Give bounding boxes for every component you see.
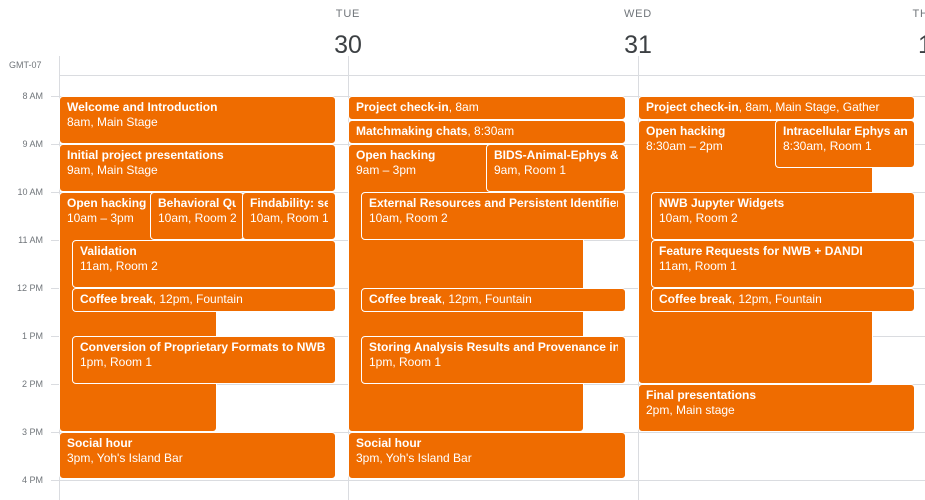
event-details: 3pm, Yoh's Island Bar xyxy=(67,451,183,465)
event-details: , 12pm, Fountain xyxy=(152,292,243,306)
event-details: 2pm, Main stage xyxy=(646,403,735,417)
event-details: 10am, Room 2 xyxy=(369,211,448,225)
event-nwb-jupyter-widgets[interactable]: NWB Jupyter Widgets 10am, Room 2 xyxy=(651,192,915,240)
event-social-hour[interactable]: Social hour 3pm, Yoh's Island Bar xyxy=(59,432,336,479)
hour-label: 1 PM xyxy=(21,331,43,341)
hour-label: 9 AM xyxy=(22,139,43,149)
event-social-hour[interactable]: Social hour 3pm, Yoh's Island Bar xyxy=(348,432,626,479)
event-title-line: Coffee break, 12pm, Fountain xyxy=(369,292,618,307)
event-coffee-break[interactable]: Coffee break, 12pm, Fountain xyxy=(361,288,626,312)
event-details: 11am, Room 2 xyxy=(80,259,158,273)
header-divider xyxy=(59,75,925,76)
event-title: Feature Requests for NWB + DANDI xyxy=(659,244,863,258)
event-title: Conversion of Proprietary Formats to NWB xyxy=(80,340,326,354)
event-title: NWB Jupyter Widgets xyxy=(659,196,785,210)
event-validation[interactable]: Validation 11am, Room 2 xyxy=(72,240,336,288)
event-title: Findability: sear xyxy=(250,196,328,210)
day-of-week: TUE xyxy=(335,8,361,20)
hour-label: 11 AM xyxy=(18,235,43,245)
event-details: , 8:30am xyxy=(467,124,515,138)
event-title: BIDS-Animal-Ephys & NW xyxy=(494,148,618,162)
event-details: 3pm, Yoh's Island Bar xyxy=(356,451,472,465)
event-conversion-proprietary-formats[interactable]: Conversion of Proprietary Formats to NWB… xyxy=(72,336,336,384)
hour-label: 2 PM xyxy=(21,379,43,389)
event-title: External Resources and Persistent Identi… xyxy=(369,196,618,210)
event-welcome-introduction[interactable]: Welcome and Introduction 8am, Main Stage xyxy=(59,96,336,144)
timezone-label: GMT-07 xyxy=(9,60,42,70)
event-project-check-in[interactable]: Project check-in, 8am, Main Stage, Gathe… xyxy=(638,96,915,120)
hour-gridline xyxy=(51,480,925,481)
event-title: Behavioral Qua xyxy=(158,196,236,210)
event-details: 10am, Room 2 xyxy=(659,211,738,225)
event-details: 8:30am – 2pm xyxy=(646,139,723,153)
event-details: 10am, Room 2 xyxy=(158,211,236,225)
event-feature-requests[interactable]: Feature Requests for NWB + DANDI 11am, R… xyxy=(651,240,915,288)
event-title: Intracellular Ephys and S xyxy=(783,124,907,138)
event-coffee-break[interactable]: Coffee break, 12pm, Fountain xyxy=(72,288,336,312)
event-project-check-in[interactable]: Project check-in, 8am xyxy=(348,96,626,120)
event-title: Storing Analysis Results and Provenance … xyxy=(369,340,618,354)
event-title: Open hacking xyxy=(67,196,147,210)
hour-label: 3 PM xyxy=(21,427,43,437)
event-behavioral-qua[interactable]: Behavioral Qua 10am, Room 2 xyxy=(150,192,244,240)
event-details: , 12pm, Fountain xyxy=(441,292,532,306)
event-title: Coffee break xyxy=(80,292,153,306)
event-title: Open hacking xyxy=(356,148,436,162)
hour-label: 4 PM xyxy=(21,475,43,485)
event-title-line: Project check-in, 8am, Main Stage, Gathe… xyxy=(646,100,907,115)
event-title: Validation xyxy=(80,244,137,258)
event-title: Final presentations xyxy=(646,388,757,402)
event-details: 11am, Room 1 xyxy=(659,259,737,273)
event-coffee-break[interactable]: Coffee break, 12pm, Fountain xyxy=(651,288,915,312)
day-header-tue[interactable]: TUE 30 xyxy=(59,0,362,59)
event-final-presentations[interactable]: Final presentations 2pm, Main stage xyxy=(638,384,915,432)
event-title: Open hacking xyxy=(646,124,726,138)
event-initial-project-presentations[interactable]: Initial project presentations 9am, Main … xyxy=(59,144,336,192)
hour-label: 10 AM xyxy=(17,187,43,197)
event-details: 9am, Room 1 xyxy=(494,163,567,177)
event-title-line: Coffee break, 12pm, Fountain xyxy=(659,292,907,307)
event-title-line: Matchmaking chats, 8:30am xyxy=(356,124,618,139)
day-number[interactable]: 30 xyxy=(334,31,362,59)
event-details: , 8am xyxy=(448,100,479,114)
day-header-thu[interactable]: THU 1 xyxy=(638,0,925,59)
hour-label: 8 AM xyxy=(22,91,43,101)
event-details: 9am, Main Stage xyxy=(67,163,158,177)
event-details: 1pm, Room 1 xyxy=(369,355,442,369)
event-title: Welcome and Introduction xyxy=(67,100,218,114)
event-findability[interactable]: Findability: sear 10am, Room 1 xyxy=(242,192,336,240)
event-title: Social hour xyxy=(67,436,133,450)
event-matchmaking-chats[interactable]: Matchmaking chats, 8:30am xyxy=(348,120,626,144)
event-details: , 12pm, Fountain xyxy=(731,292,822,306)
day-number[interactable]: 1 xyxy=(782,31,925,60)
event-title: Matchmaking chats xyxy=(356,124,468,138)
event-details: 10am – 3pm xyxy=(67,211,134,225)
event-details: , 8am, Main Stage, Gather xyxy=(738,100,880,114)
event-bids-animal-ephys[interactable]: BIDS-Animal-Ephys & NW 9am, Room 1 xyxy=(486,144,626,192)
event-title: Project check-in xyxy=(356,100,449,114)
event-external-resources[interactable]: External Resources and Persistent Identi… xyxy=(361,192,626,240)
event-title-line: Coffee break, 12pm, Fountain xyxy=(80,292,328,307)
event-details: 8:30am, Room 1 xyxy=(783,139,872,153)
event-title: Coffee break xyxy=(369,292,442,306)
event-storing-analysis-results[interactable]: Storing Analysis Results and Provenance … xyxy=(361,336,626,384)
day-of-week: WED xyxy=(623,8,653,20)
day-of-week: THU xyxy=(912,8,925,20)
event-details: 9am – 3pm xyxy=(356,163,417,177)
event-details: 1pm, Room 1 xyxy=(80,355,153,369)
event-title: Initial project presentations xyxy=(67,148,224,162)
event-title: Social hour xyxy=(356,436,422,450)
event-details: 10am, Room 1 xyxy=(250,211,328,225)
hour-label: 12 PM xyxy=(16,283,43,293)
event-intracellular-ephys[interactable]: Intracellular Ephys and S 8:30am, Room 1 xyxy=(775,120,915,168)
day-header-wed[interactable]: WED 31 xyxy=(348,0,652,59)
day-number[interactable]: 31 xyxy=(624,31,652,59)
event-details: 8am, Main Stage xyxy=(67,115,158,129)
event-title-line: Project check-in, 8am xyxy=(356,100,618,115)
event-title: Coffee break xyxy=(659,292,732,306)
event-title: Project check-in xyxy=(646,100,739,114)
